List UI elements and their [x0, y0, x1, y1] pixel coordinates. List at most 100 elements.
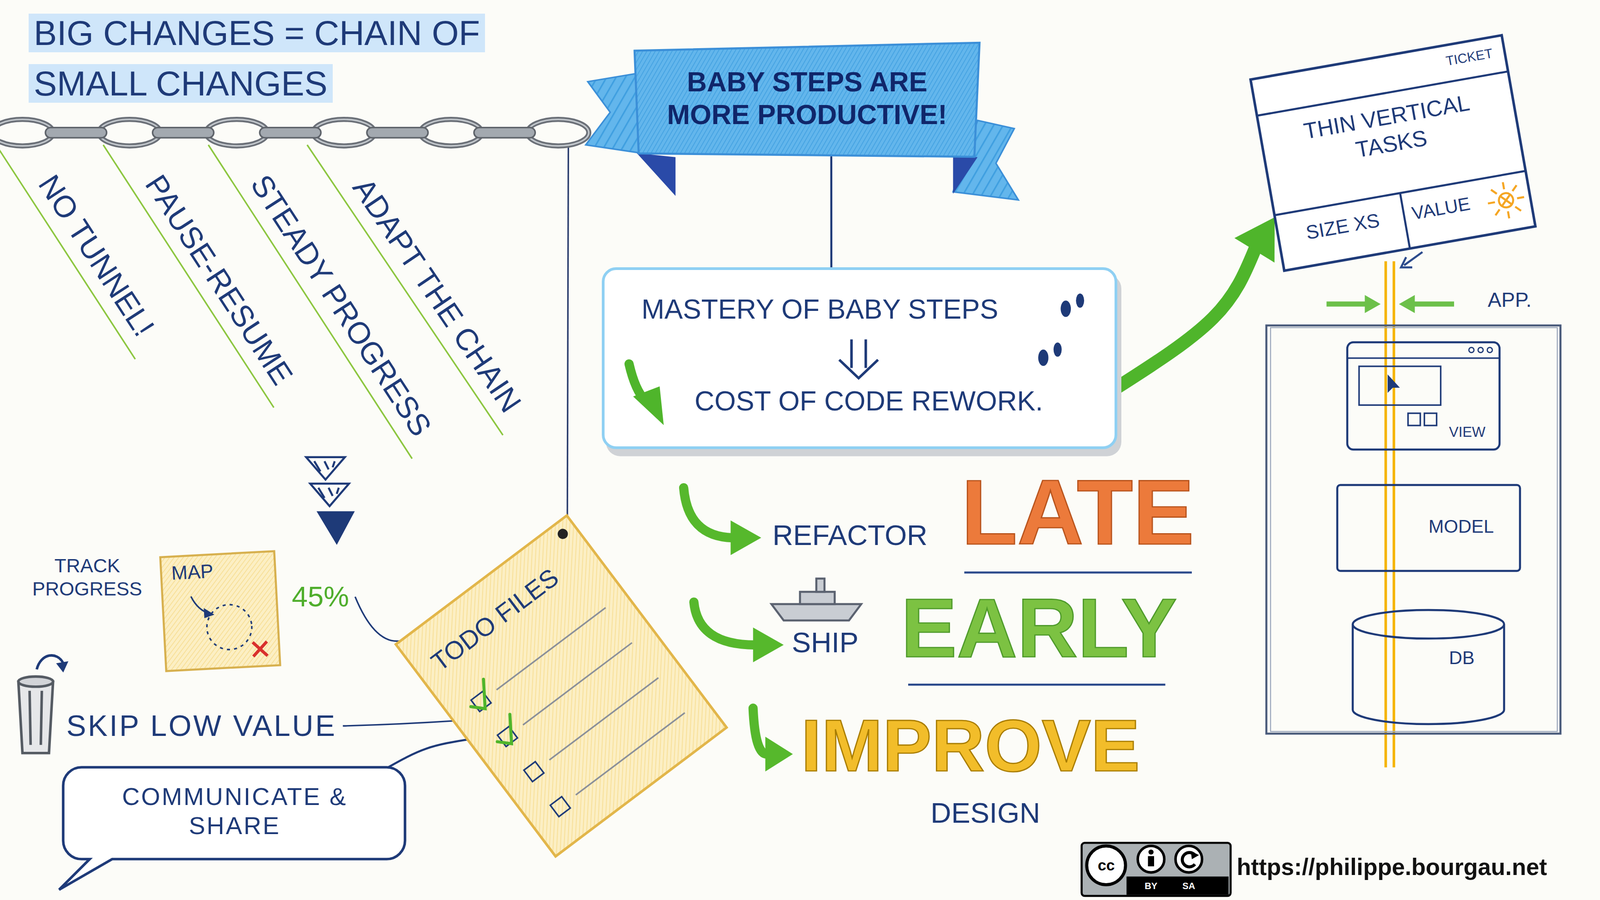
- ribbon-tail: [953, 157, 978, 195]
- banner-ribbon: BABY STEPS ARE MORE PRODUCTIVE!: [634, 42, 980, 157]
- timing-word: LATE: [961, 457, 1195, 568]
- todo-paper-outline: [550, 796, 571, 817]
- chain-links: [205, 119, 268, 146]
- node-text: COST OF CODE REWORK.: [694, 384, 1044, 418]
- mastery-box-outline: [864, 339, 868, 369]
- timing-word: EARLY: [900, 577, 1177, 679]
- model-box-outline: [1337, 485, 1520, 571]
- trash-can-icon: [40, 690, 42, 745]
- progress-caption: TRACK PROGRESS: [18, 554, 156, 601]
- view-window-outline: [1347, 342, 1500, 450]
- flow-arrow: [1117, 250, 1255, 388]
- todo-paper-outline: [522, 642, 632, 725]
- ticket-pointer: [1404, 251, 1423, 265]
- step-verb-large: IMPROVE: [800, 701, 1140, 790]
- mastery-box-outline: [1060, 300, 1071, 318]
- ticket-card-outline: [1515, 205, 1521, 212]
- hook-arrow: [694, 601, 756, 645]
- view-window-outline: [1487, 347, 1493, 353]
- ship-icon: [816, 578, 825, 592]
- ticket-card-outline: [1250, 35, 1536, 271]
- chain-links: [152, 127, 215, 138]
- ticket-card-outline: [1511, 185, 1518, 192]
- db-cylinder-outline: [1352, 610, 1505, 639]
- pause-chevrons: [305, 457, 345, 480]
- chain-note: STEADY PROGRESS: [242, 168, 440, 444]
- ship-icon: [800, 591, 835, 605]
- ticket-pointer: [1400, 257, 1413, 268]
- node-text: MODEL: [1428, 515, 1495, 538]
- hook-arrow: [683, 487, 733, 538]
- node-text: VIEW: [1449, 423, 1486, 441]
- step-verb: SHIP: [791, 625, 859, 660]
- mastery-box-outline: [1038, 349, 1049, 366]
- percent-value: 45%: [291, 579, 350, 614]
- chain-links: [259, 127, 321, 138]
- squeeze-arrow: [1326, 295, 1455, 313]
- hook-arrow-head: [730, 520, 793, 772]
- squeeze-arrow: [1400, 295, 1415, 313]
- hook-arrow-head: [753, 627, 784, 663]
- chain-links: [420, 119, 482, 146]
- view-window-outline: [1408, 413, 1421, 426]
- title-block: BIG CHANGES = CHAIN OF SMALL CHANGES: [28, 8, 580, 109]
- todo-paper-outline: [395, 515, 727, 857]
- ticket-card: TICKETTHIN VERTICAL TASKSSIZE XSVALUE: [1250, 35, 1536, 271]
- ticket-card-outline: [1516, 197, 1524, 199]
- mastery-box-outline: [1038, 293, 1085, 366]
- ticket-card-outline: [1507, 211, 1510, 219]
- pause-chevrons: [305, 457, 353, 544]
- leader-line: [388, 739, 468, 768]
- title: BIG CHANGES = CHAIN OF SMALL CHANGES: [28, 13, 486, 103]
- author-url: https://philippe.bourgau.net: [1236, 853, 1548, 882]
- license-badge: [1081, 842, 1231, 896]
- todo-paper-outline: [575, 712, 685, 795]
- ticket-pointer: [1400, 251, 1423, 268]
- node-text: DB: [1449, 646, 1475, 669]
- node-text: BABY STEPS ARE MORE PRODUCTIVE!: [645, 65, 970, 132]
- ticket-card-outline: [1490, 189, 1497, 195]
- chain-links: [366, 127, 429, 138]
- node-text: COMMUNICATE & SHARE: [101, 781, 368, 841]
- speech-bubble: COMMUNICATE & SHARE: [63, 767, 405, 860]
- mastery-box-outline: [850, 339, 854, 369]
- todo-paper-outline: [488, 714, 525, 750]
- vertical-slice: [1385, 261, 1395, 768]
- view-window-outline: [1359, 366, 1441, 405]
- license-badge: [1137, 845, 1165, 873]
- connector-line: [830, 156, 833, 267]
- map-sheet-outline: [205, 603, 254, 651]
- todo-paper-outline: [395, 515, 727, 857]
- chain-links: [313, 119, 375, 146]
- license-badge: [1081, 842, 1231, 896]
- pause-chevrons: [324, 461, 329, 470]
- map-sheet-outline: [204, 607, 215, 619]
- pause-chevrons: [318, 512, 353, 543]
- todo-paper: TODO FILES: [395, 515, 727, 857]
- license-badge: [1148, 849, 1154, 855]
- app-box-outline: [1270, 327, 1558, 732]
- node-text: MAP: [170, 559, 215, 585]
- flow-arrow: [1117, 217, 1275, 388]
- license-badge: [1190, 850, 1200, 860]
- ticket-card-outline: [1502, 182, 1505, 190]
- pause-chevrons: [314, 461, 320, 472]
- view-window-outline: [1424, 413, 1437, 426]
- license-mark: cc: [1097, 856, 1115, 875]
- trash-can-icon: [18, 681, 53, 754]
- flow-arrow: [1234, 217, 1275, 263]
- license-badge: [1126, 876, 1229, 895]
- todo-paper-outline: [555, 526, 570, 541]
- todo-paper-outline: [462, 679, 499, 715]
- hook-arrow-head: [765, 736, 794, 772]
- leader-line: [355, 596, 401, 642]
- trash-can-icon: [18, 676, 53, 687]
- mastery-box-outline: [1076, 293, 1085, 308]
- mastery-box-outline: [839, 339, 879, 379]
- view-window: VIEW: [1346, 341, 1500, 450]
- step-object: DESIGN: [930, 795, 1040, 830]
- todo-paper-outline: [549, 677, 659, 760]
- ticket-card-outline: [1497, 192, 1515, 209]
- hanging-string: [567, 142, 569, 519]
